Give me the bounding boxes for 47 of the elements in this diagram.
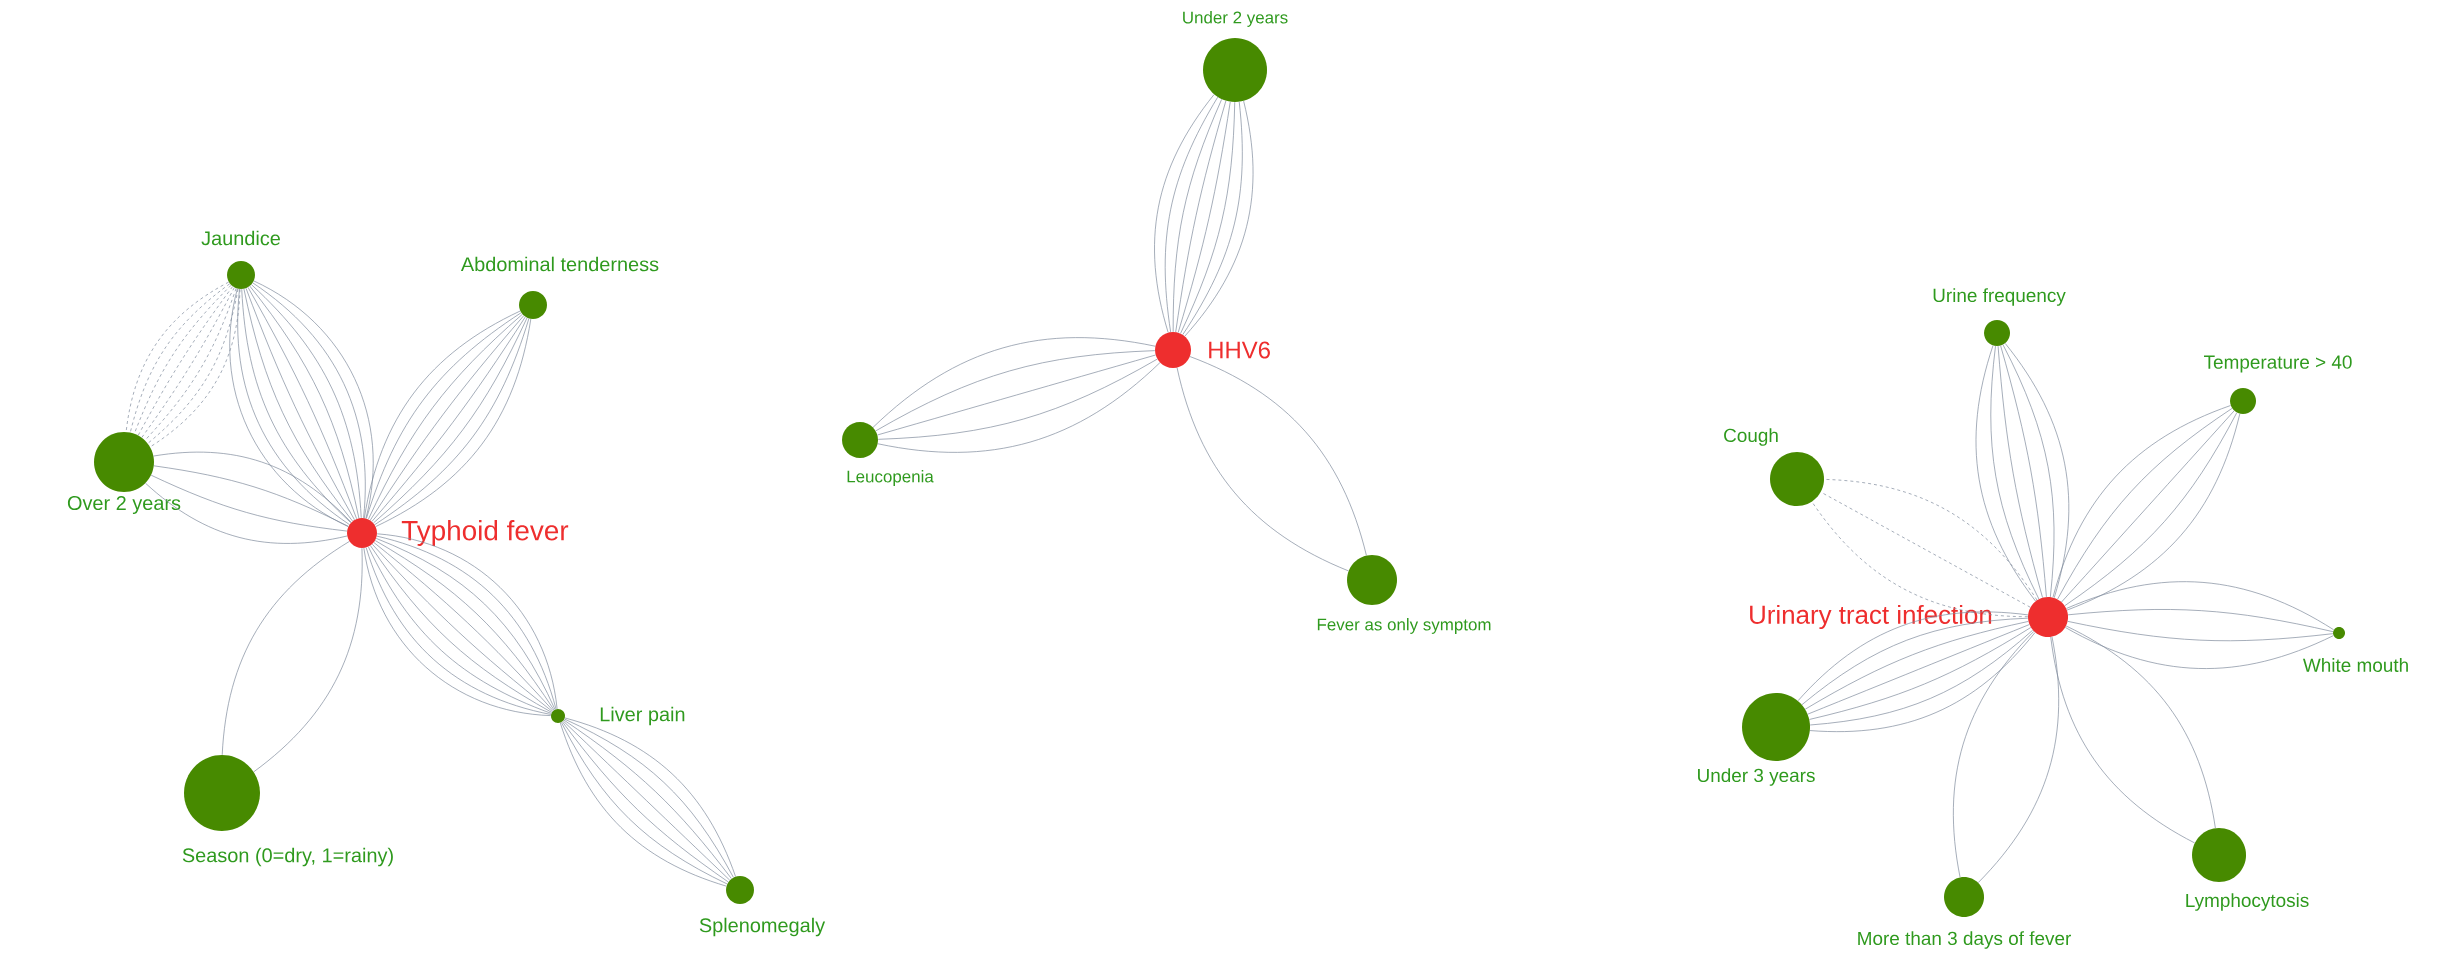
connector [1184, 100, 1254, 337]
connector [1953, 631, 2035, 878]
node-label: Splenomegaly [699, 917, 826, 937]
connector [1189, 356, 1367, 556]
connector [2002, 344, 2055, 598]
connector [2067, 609, 2334, 632]
connector [1975, 345, 2036, 602]
connector [153, 465, 349, 527]
node-label: Fever as only symptom [1317, 618, 1491, 634]
connector [1977, 636, 2059, 883]
connector [2064, 627, 2334, 669]
connector [872, 337, 1156, 428]
node-label: HHV6 [1209, 341, 1270, 359]
node-label: Under 2 years [1183, 11, 1288, 27]
connector [145, 482, 348, 544]
connector [2065, 625, 2216, 829]
connector [2050, 636, 2195, 844]
node-label: Leucopenia [847, 470, 934, 486]
connector [253, 547, 363, 773]
connector [877, 362, 1161, 453]
connector [1820, 491, 2031, 608]
connector [1164, 96, 1219, 333]
node-label: Liver pain [600, 706, 685, 726]
node-label: Lymphocytosis [2186, 893, 2309, 911]
connector [1154, 94, 1215, 333]
connector [2004, 343, 2070, 599]
node-label: Typhoid fever [401, 520, 569, 546]
node-label: Jaundice [201, 230, 280, 246]
node-label: Over 2 years [67, 496, 181, 514]
node-label: Season (0=dry, 1=rainy) [182, 847, 393, 867]
connector [221, 541, 350, 756]
connector [1176, 367, 1349, 572]
connector [153, 451, 352, 523]
connector [1823, 479, 2038, 601]
connector [1811, 501, 2029, 618]
node-label: Temperature > 40 [2204, 355, 2352, 373]
connector [2067, 621, 2334, 642]
connector [2066, 581, 2335, 631]
connector [1990, 345, 2040, 600]
connector [150, 474, 348, 532]
node-label: White mouth [2303, 658, 2408, 672]
node-label: More than 3 days of fever [1858, 931, 2071, 949]
node-label: Abdominal tenderness [460, 256, 659, 272]
node-label: Cough [1724, 428, 1778, 446]
node-label: Urinary tract infection [1750, 604, 1992, 630]
node-label: Urine frequency [1933, 288, 2066, 306]
node-label: Under 3 years [1698, 768, 1815, 786]
